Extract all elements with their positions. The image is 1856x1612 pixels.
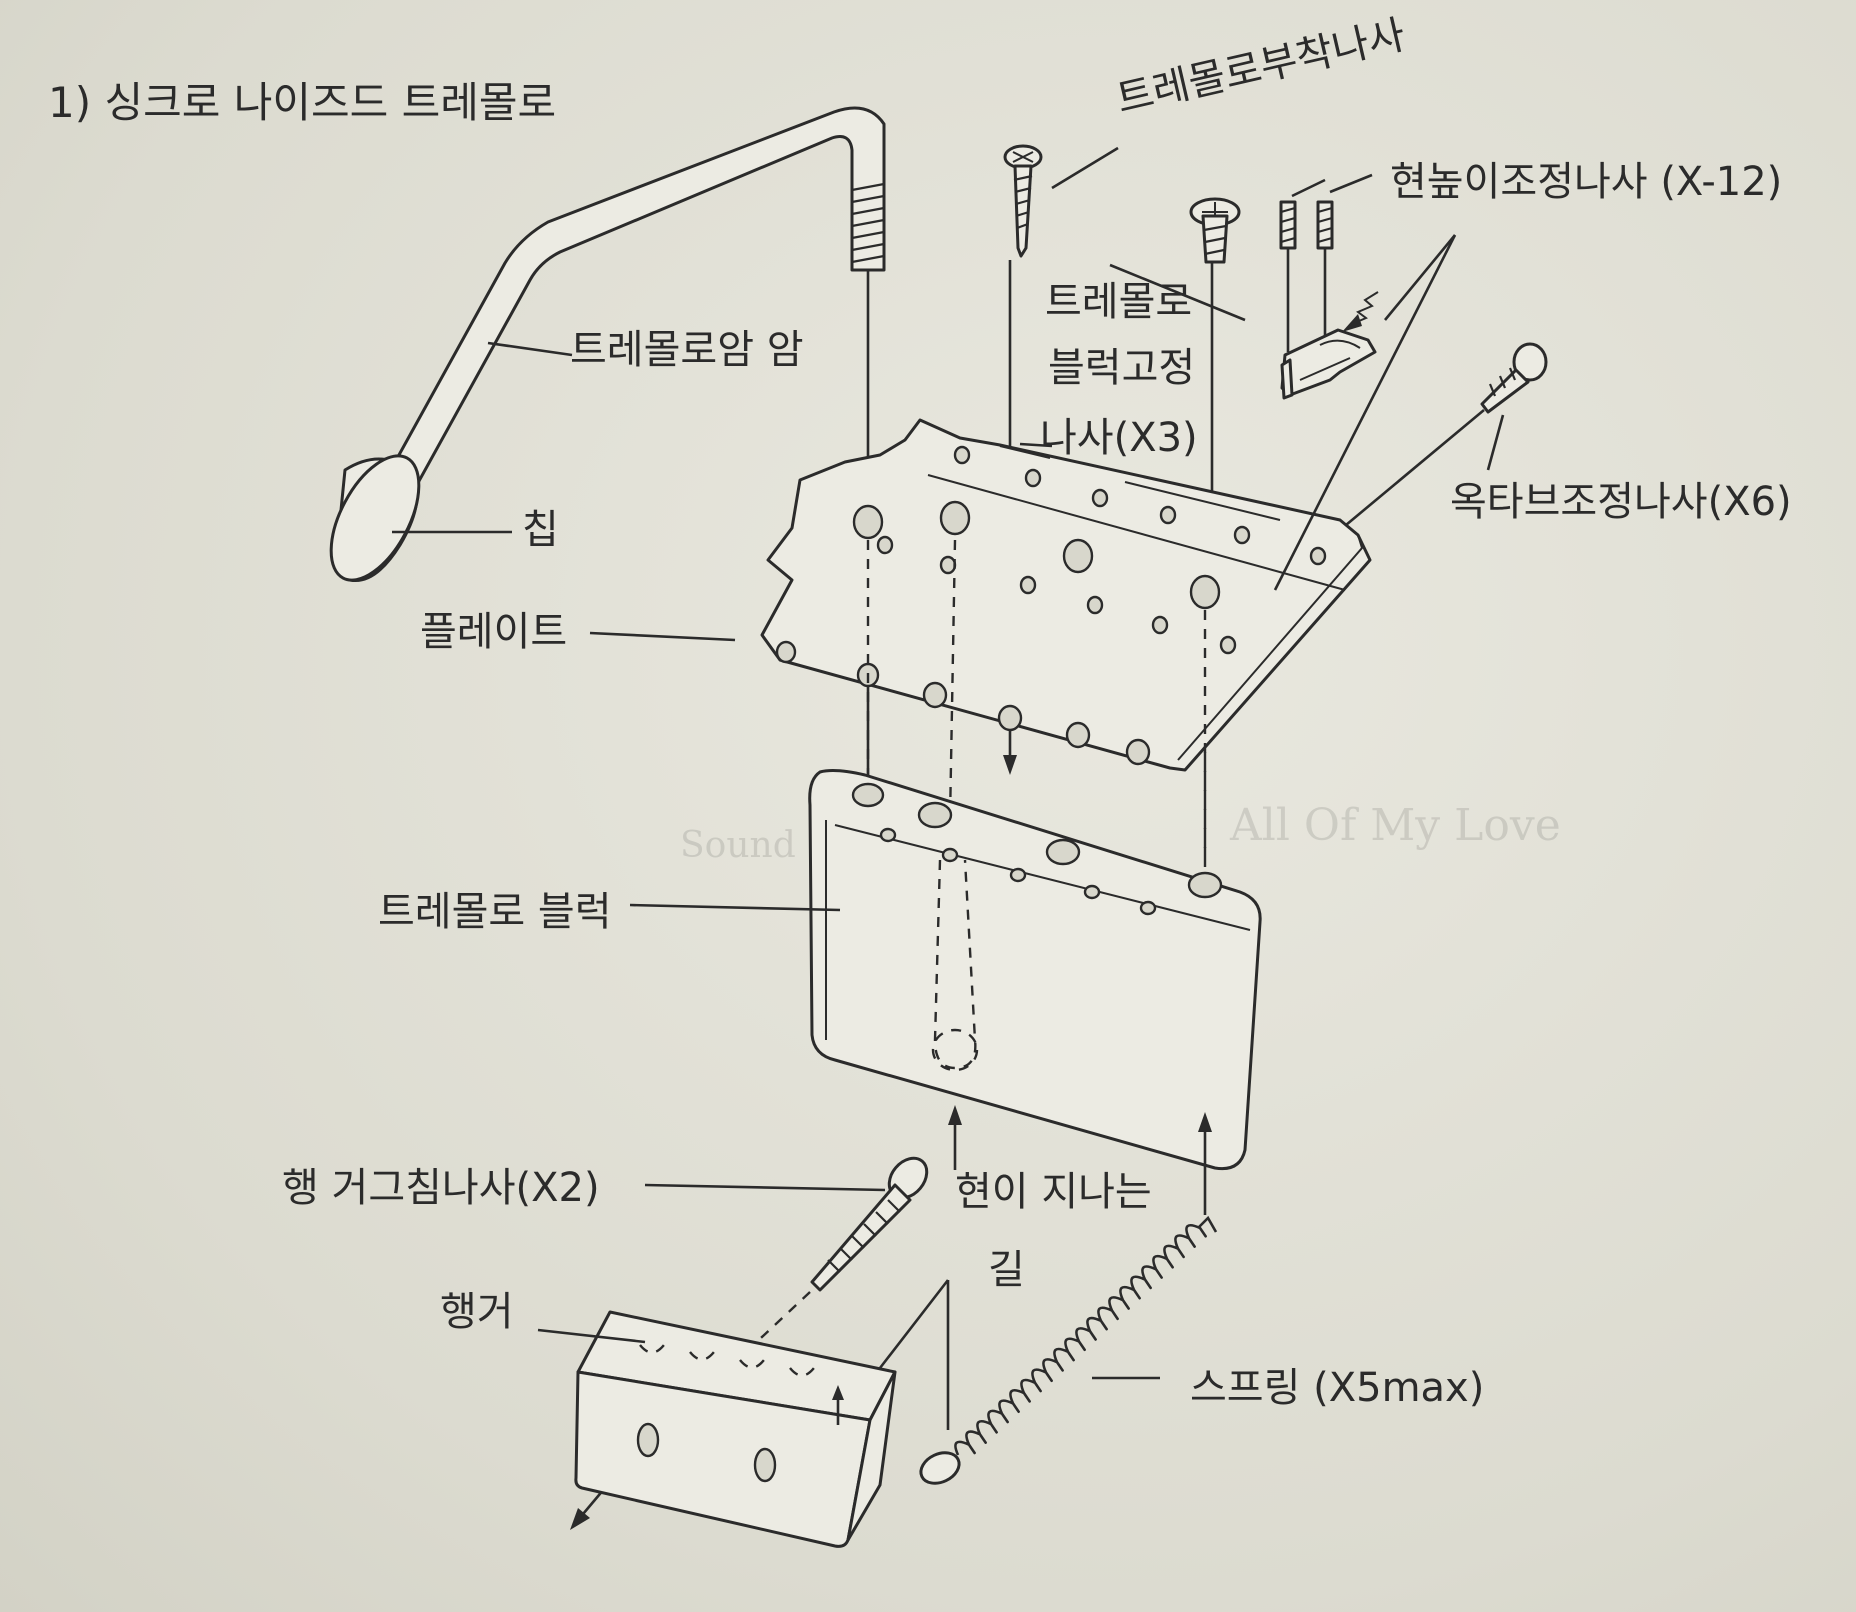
hanger xyxy=(574,1310,897,1548)
label-hanger-screw: 행 거그침나사(X2) xyxy=(282,1165,600,1211)
label-octave-screw: 옥타브조정나사(X6) xyxy=(1450,479,1792,525)
octave-screw-guide xyxy=(1339,409,1485,531)
height-adjust-screws xyxy=(1279,200,1334,352)
arm-tip xyxy=(329,454,421,583)
label-string-path-line2: 길 xyxy=(988,1247,1025,1293)
label-block-screw-line3: 나사(X3) xyxy=(1040,415,1198,461)
intonation-spring-small xyxy=(1342,291,1379,332)
arm-threads xyxy=(851,182,885,264)
label-block-screw-line1: 트레몰로 xyxy=(1045,279,1193,325)
label-spring: 스프링 (X5max) xyxy=(1190,1365,1485,1411)
bridge-plate xyxy=(760,418,1372,772)
label-plate: 플레이트 xyxy=(420,609,568,655)
label-tip: 칩 xyxy=(522,507,559,553)
block-fixing-screw xyxy=(1189,197,1241,264)
label-height-screw: 현높이조정나사 (X-12) xyxy=(1390,159,1783,205)
mounting-screw xyxy=(1003,144,1043,258)
label-string-path-line1: 현이 지나는 xyxy=(955,1169,1152,1215)
octave-screw xyxy=(1480,342,1548,414)
hanger-hook-guide xyxy=(878,1279,950,1430)
spring xyxy=(919,1215,1218,1485)
string-path-dash-2 xyxy=(948,539,957,821)
tremolo-block xyxy=(808,769,1262,1171)
hanger-screw xyxy=(810,1156,929,1292)
saddle xyxy=(1280,328,1377,400)
diagram-title: 1) 싱크로 나이즈드 트레몰로 xyxy=(48,78,557,127)
label-tremolo-block: 트레몰로 블럭 xyxy=(378,889,612,935)
label-tremolo-arm: 트레몰로암 암 xyxy=(570,327,804,373)
label-block-screw-line2: 블럭고정 xyxy=(1048,345,1196,391)
label-hanger: 행거 xyxy=(440,1289,514,1335)
bleed-through-text-1: All Of My Love xyxy=(1230,800,1561,851)
leader-lines xyxy=(392,146,1505,1380)
